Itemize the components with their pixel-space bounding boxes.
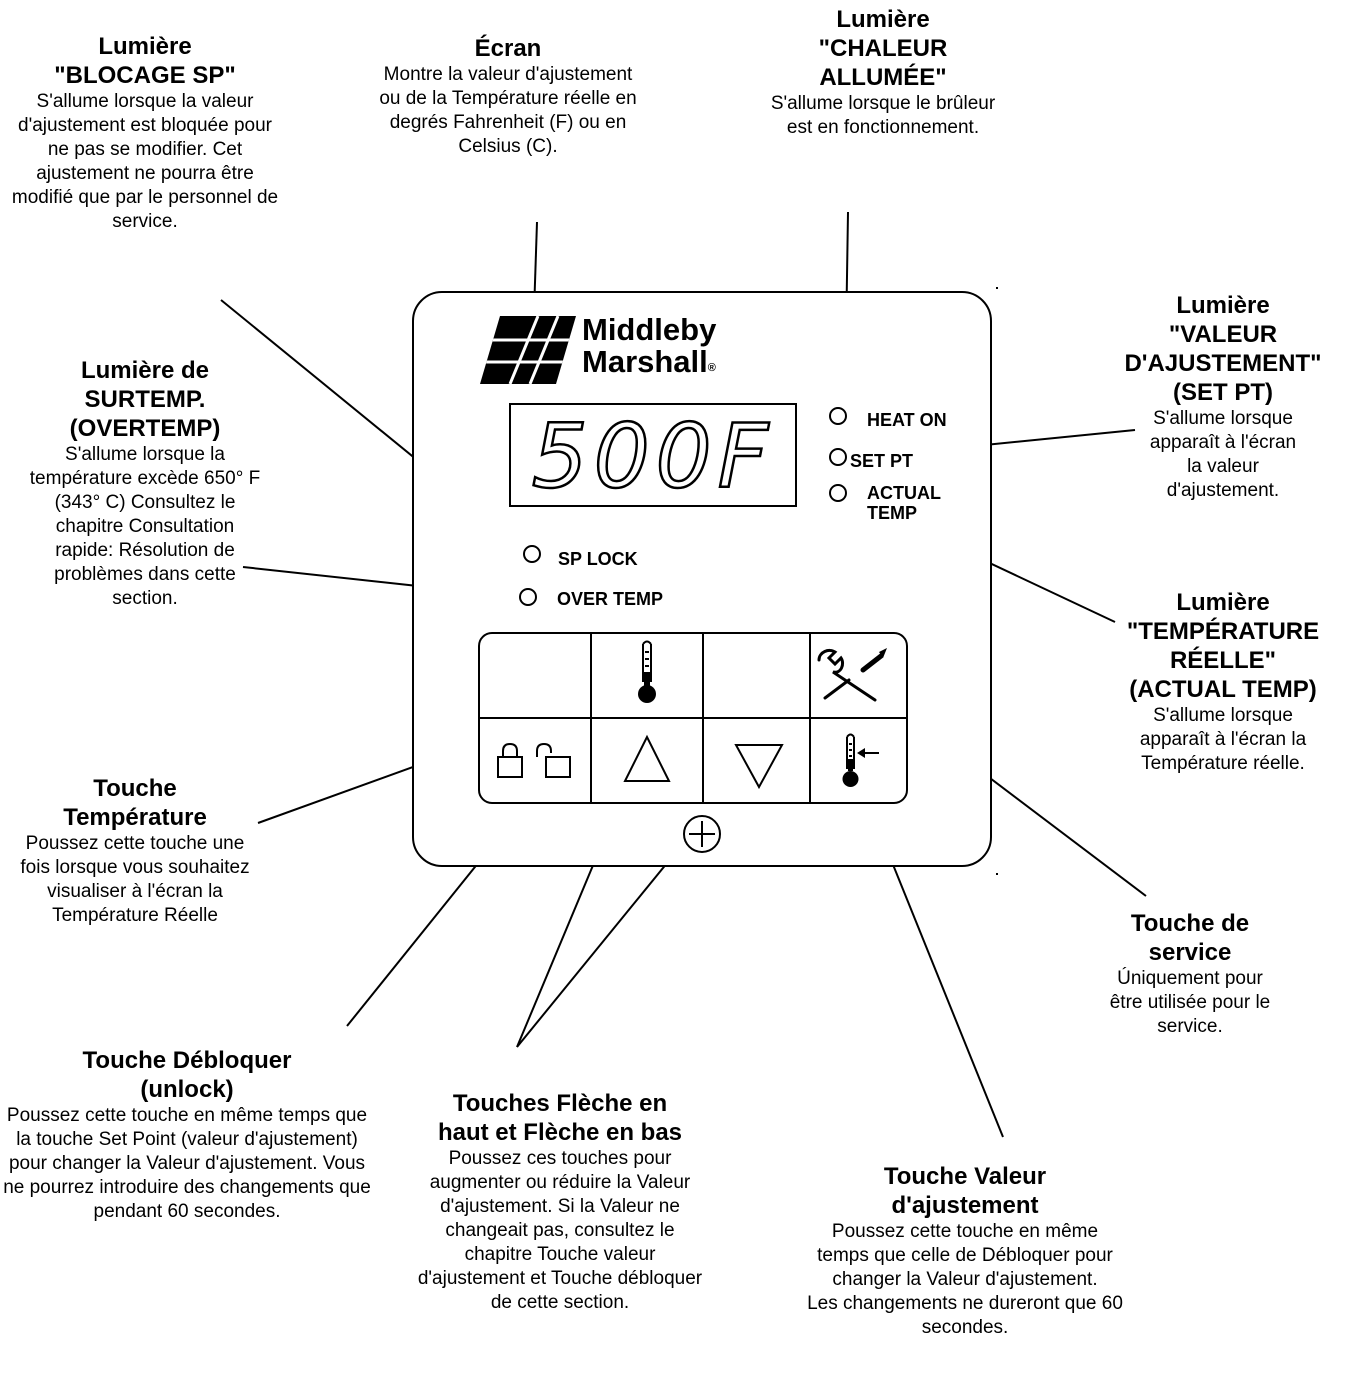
actual-temp-led xyxy=(829,484,847,502)
blank-key-2[interactable] xyxy=(704,634,811,718)
callout-body: S'allume lorsque apparaît à l'écran la T… xyxy=(1139,705,1307,774)
set-pt-led xyxy=(829,448,847,466)
callout-title: Lumière "VALEUR D'AJUSTEMENT" (SET PT) xyxy=(1124,292,1322,406)
temperature-display: 500F xyxy=(509,403,797,510)
tools-icon xyxy=(817,648,887,702)
callout-set-pt-light: Lumière "VALEUR D'AJUSTEMENT" (SET PT) S… xyxy=(1092,291,1354,503)
unlock-key[interactable] xyxy=(480,719,587,803)
setpoint-key[interactable] xyxy=(811,719,918,803)
callout-sp-lock-light: Lumière "BLOCAGE SP" S'allume lorsque la… xyxy=(5,32,285,234)
brand-line-2: Marshall® xyxy=(582,344,716,379)
heat-on-label: HEAT ON xyxy=(867,410,947,430)
callout-body: Poussez cette touche une fois lorsque vo… xyxy=(20,833,250,926)
blank-key-1[interactable] xyxy=(480,634,587,718)
sp-lock-label: SP LOCK xyxy=(558,549,638,569)
up-arrow-key[interactable] xyxy=(592,719,699,803)
heat-on-led xyxy=(829,407,847,425)
callout-title: Lumière "TEMPÉRATURE RÉELLE" (ACTUAL TEM… xyxy=(1126,589,1320,703)
middleby-logo-icon xyxy=(480,316,576,384)
callout-body: Úniquement pour être utilisée pour le se… xyxy=(1109,968,1271,1037)
down-triangle-icon xyxy=(734,744,784,790)
callout-body: Poussez cette touche en même temps que l… xyxy=(3,1105,371,1222)
callout-title: Lumière "BLOCAGE SP" xyxy=(54,33,236,89)
thermometer-icon xyxy=(638,640,656,703)
callout-unlock-key: Touche Débloquer (unlock) Poussez cette … xyxy=(0,1046,374,1224)
over-temp-led xyxy=(519,588,537,606)
callout-body: Poussez cette touche en même temps que c… xyxy=(807,1221,1123,1338)
callout-body: S'allume lorsque le brûleur est en fonct… xyxy=(770,93,996,138)
corner-mark xyxy=(996,287,998,289)
callout-body: S'allume lorsque la température excède 6… xyxy=(29,444,261,609)
actual-temp-label: ACTUAL TEMP xyxy=(867,483,941,523)
callout-screen: Écran Montre la valeur d'ajustement ou d… xyxy=(378,34,638,159)
callout-body: S'allume lorsque apparaît à l'écran la v… xyxy=(1149,408,1297,501)
callout-actual-temp-light: Lumière "TEMPÉRATURE RÉELLE" (ACTUAL TEM… xyxy=(1092,588,1354,776)
callout-title: Touche Valeur d'ajustement xyxy=(883,1163,1047,1219)
callout-body: S'allume lorsque la valeur d'ajustement … xyxy=(11,91,279,232)
callout-title: Lumière de SURTEMP. (OVERTEMP) xyxy=(69,357,221,442)
callout-body: Montre la valeur d'ajustement ou de la T… xyxy=(379,64,637,157)
callout-title: Touche Débloquer (unlock) xyxy=(82,1047,292,1103)
mounting-screw-icon xyxy=(683,815,721,853)
corner-mark xyxy=(996,873,998,875)
callout-title: Touches Flèche en haut et Flèche en bas xyxy=(437,1090,683,1146)
callout-title: Touche de service xyxy=(1130,910,1250,966)
callout-setpoint-key: Touche Valeur d'ajustement Poussez cette… xyxy=(765,1162,1165,1340)
callout-arrow-keys: Touches Flèche en haut et Flèche en bas … xyxy=(410,1089,710,1315)
up-triangle-icon xyxy=(623,734,671,782)
thermometer-arrow-icon xyxy=(842,733,879,787)
keypad xyxy=(478,632,908,804)
down-arrow-key[interactable] xyxy=(704,719,811,803)
brand-name: Middleby Marshall® xyxy=(582,314,716,378)
callout-service-key: Touche de service Úniquement pour être u… xyxy=(1060,909,1320,1039)
temperature-key[interactable] xyxy=(592,634,699,718)
callout-temperature-key: Touche Température Poussez cette touche … xyxy=(10,774,260,928)
over-temp-label: OVER TEMP xyxy=(557,589,664,609)
sp-lock-led xyxy=(523,545,541,563)
callout-title: Lumière "CHALEUR ALLUMÉE" xyxy=(818,6,948,91)
callout-body: Poussez ces touches pour augmenter ou ré… xyxy=(417,1148,703,1313)
callout-title: Écran xyxy=(474,35,542,62)
brand-line-1: Middleby xyxy=(582,312,717,347)
callout-title: Touche Température xyxy=(63,775,207,831)
callout-overtemp-light: Lumière de SURTEMP. (OVERTEMP) S'allume … xyxy=(5,356,285,611)
callout-heat-on-light: Lumière "CHALEUR ALLUMÉE" S'allume lorsq… xyxy=(768,5,998,140)
display-value: 500F xyxy=(532,405,775,505)
service-key[interactable] xyxy=(811,634,918,718)
keypad-grid xyxy=(480,634,906,802)
set-pt-label: SET PT xyxy=(850,451,914,471)
lock-unlock-icon xyxy=(497,742,571,778)
registered-mark: ® xyxy=(707,362,716,374)
display-readout: 500F xyxy=(530,404,775,510)
